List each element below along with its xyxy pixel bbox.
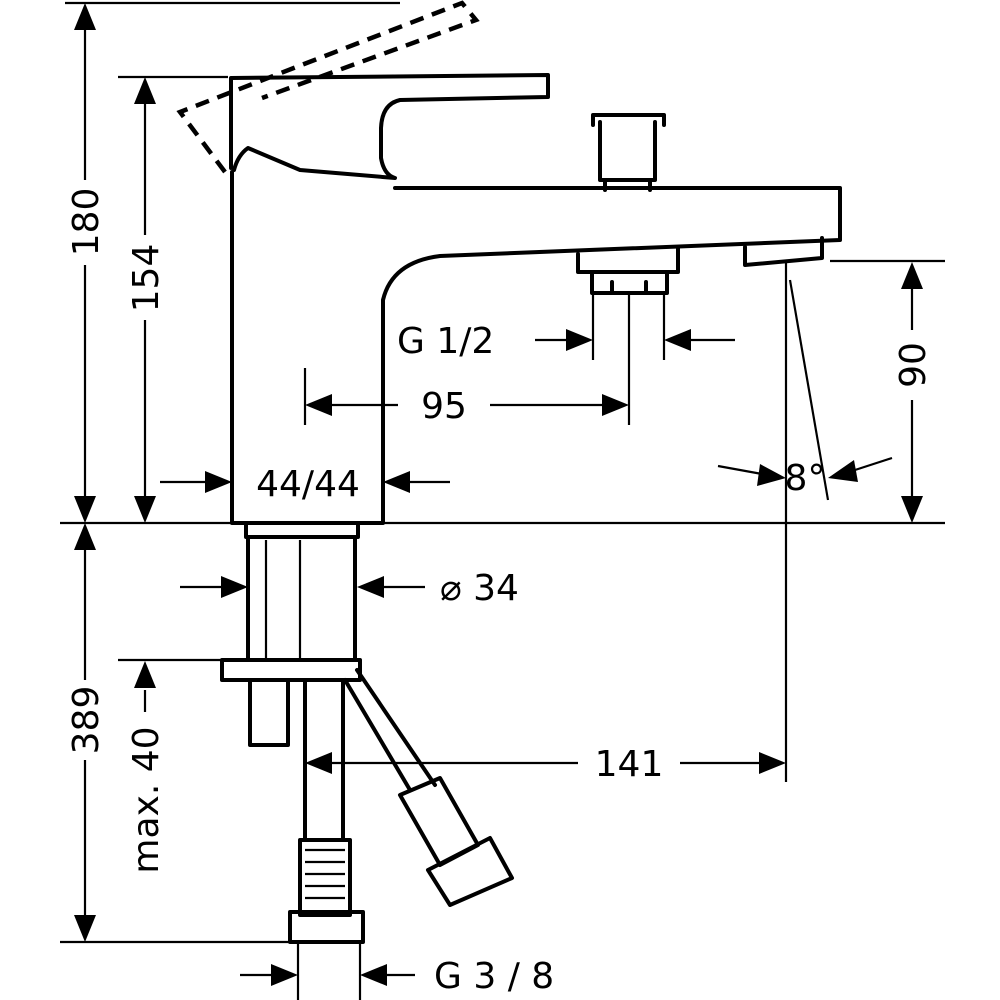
- label-shank-diameter: ⌀ 34: [440, 568, 519, 609]
- lever-raised-dashed: [176, 0, 480, 174]
- arrow-90-bottom: [901, 496, 923, 523]
- angled-hose-nut: [398, 776, 514, 907]
- aerator: [743, 236, 824, 267]
- label-44-bg: [238, 462, 378, 502]
- arrow-180-top: [74, 3, 96, 30]
- diverter-knob: [591, 113, 666, 192]
- arrow-34-left: [221, 576, 248, 598]
- arrow-141-left: [305, 752, 332, 774]
- arrow-g12-right: [664, 329, 691, 351]
- arrow-g38-left: [271, 964, 298, 986]
- arrow-389-bottom: [74, 915, 96, 942]
- spray-angle-line: [788, 279, 830, 501]
- label-max-deck-thickness: max. 40: [126, 726, 167, 873]
- dimension-labels: 180 154 90 389 max. 40 G 1/2 95 44/44 8°…: [66, 188, 934, 997]
- arrow-154-bottom: [134, 496, 156, 523]
- label-diverter-distance: 95: [421, 386, 467, 427]
- arrow-44-left: [205, 471, 232, 493]
- threaded-rod: [248, 678, 290, 747]
- label-below-deck-length: 389: [66, 686, 107, 755]
- shank: [244, 521, 360, 662]
- label-total-height: 180: [66, 188, 107, 257]
- arrow-389-top: [74, 523, 96, 550]
- arrow-g38-right: [360, 964, 387, 986]
- straight-hose-nut: [288, 838, 365, 944]
- arrow-95-left: [305, 394, 332, 416]
- label-spray-angle: 8°: [785, 458, 826, 499]
- arrow-95-right: [602, 394, 629, 416]
- arrow-44-right: [383, 471, 410, 493]
- label-thread-outlet: G 1/2: [397, 321, 494, 362]
- label-outlet-height: 90: [893, 342, 934, 388]
- dim-8-line-left: [717, 464, 763, 476]
- arrow-34-right: [357, 576, 384, 598]
- arrow-180-bottom: [74, 496, 96, 523]
- dim-8-line-right: [854, 456, 893, 472]
- arrow-8-right: [828, 460, 858, 482]
- label-spout-projection: 141: [595, 744, 664, 785]
- arrow-90-top: [901, 262, 923, 289]
- spout-body: [230, 170, 842, 525]
- mounting-washer: [220, 658, 362, 682]
- dimension-lines: [60, 1, 945, 1000]
- label-base-width: 44/44: [256, 464, 360, 505]
- hose-connector: [576, 246, 680, 295]
- lever-handle: [229, 73, 550, 180]
- arrow-154-top: [134, 77, 156, 104]
- shank-inner: [264, 540, 302, 660]
- arrow-40-top: [134, 661, 156, 688]
- label-spout-height: 154: [126, 244, 167, 313]
- straight-hose-ribs: [305, 848, 345, 900]
- arrow-141-right: [759, 752, 786, 774]
- label-thread-supply: G 3 / 8: [434, 956, 554, 997]
- supply-hose-angled: [343, 668, 437, 792]
- arrow-8-left: [757, 464, 786, 486]
- arrow-g12-left: [566, 329, 593, 351]
